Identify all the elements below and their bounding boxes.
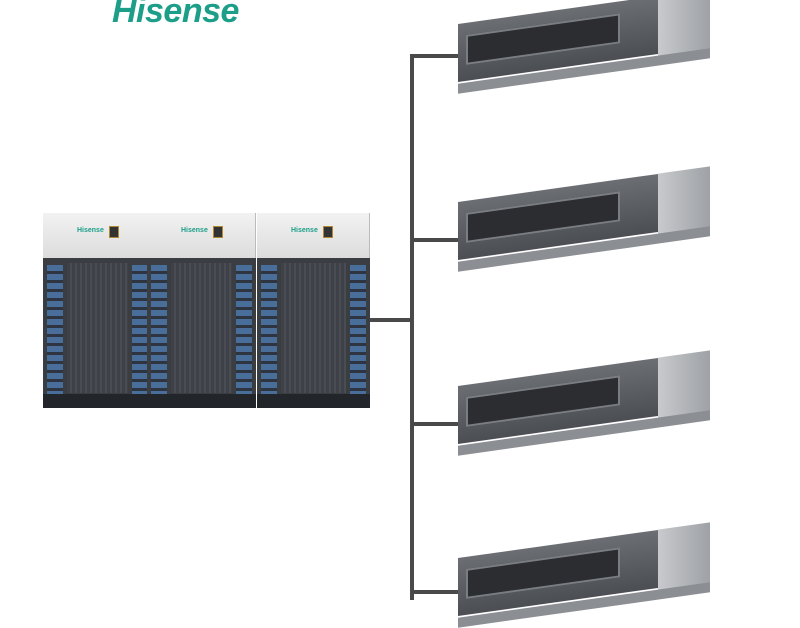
riser-pipe [410,54,414,600]
badge-icon [323,226,333,238]
indoor-ducted-unit [458,522,712,628]
branch-pipe [410,422,460,426]
unit-brand-label: Hisense [181,227,208,234]
indoor-ducted-unit [458,0,712,94]
indoor-ducted-unit [458,166,712,272]
outdoor-unit: Hisense [257,213,370,408]
unit-brand-label: Hisense [77,227,104,234]
unit-brand-label: Hisense [291,227,318,234]
branch-pipe [410,54,460,58]
branch-pipe [410,590,460,594]
badge-icon [109,226,119,238]
branch-pipe [410,238,460,242]
indoor-ducted-unit [458,350,712,456]
main-pipe [370,318,413,322]
outdoor-unit: Hisense [147,213,256,408]
badge-icon [213,226,223,238]
hisense-logo: Hisense [112,0,239,30]
outdoor-unit: Hisense [43,213,152,408]
